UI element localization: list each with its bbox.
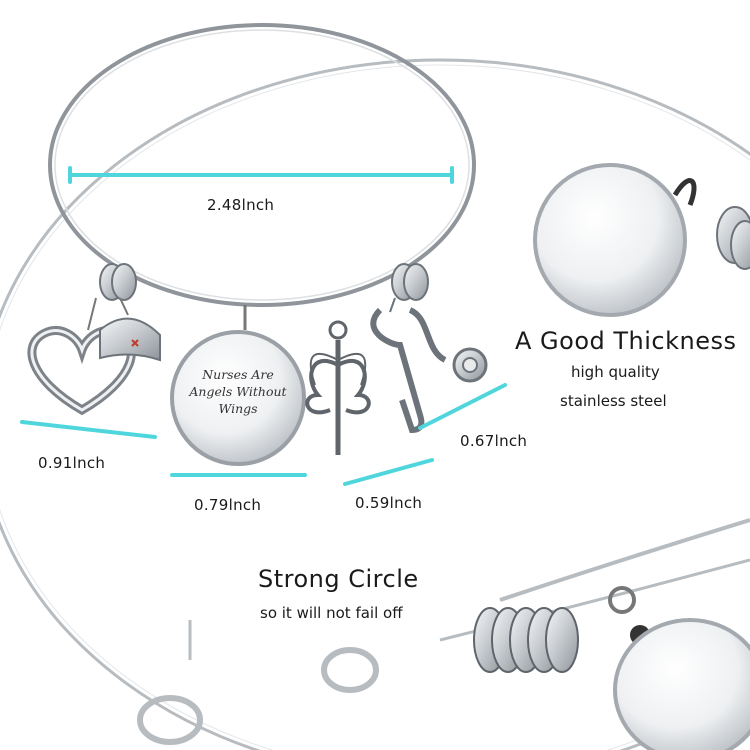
- bottom-left-charms: [137, 620, 379, 745]
- charm-measure-lines: [20, 383, 507, 486]
- bangle-coil-right: [391, 263, 429, 301]
- bangle-diameter-label: 2.48lnch: [207, 196, 275, 214]
- blank-disc-charm: [533, 163, 750, 317]
- thickness-title: A Good Thickness: [515, 327, 737, 355]
- thickness-line-2: stainless steel: [560, 392, 667, 410]
- stethoscope-width-label: 0.67lnch: [460, 432, 528, 450]
- bottom-charms: [608, 586, 750, 750]
- heart-charm: [27, 297, 136, 416]
- charm-line-3: Wings: [218, 401, 258, 416]
- charm-line-2: Angels Without: [189, 384, 287, 399]
- charm-engraving: Nurses Are Angels Without Wings: [178, 366, 298, 417]
- stethoscope-charm: [370, 297, 488, 434]
- circle-subtitle: so it will not fail off: [260, 604, 403, 622]
- nurse-cap-charm: [99, 297, 161, 362]
- bangle-coil-left: [99, 263, 137, 301]
- bottom-coil: [473, 607, 579, 673]
- bangle-diameter-measure: [68, 166, 454, 184]
- engraved-disc-charm: [170, 305, 306, 466]
- heart-width-label: 0.91lnch: [38, 454, 106, 472]
- circle-title: Strong Circle: [258, 565, 419, 593]
- caduceus-width-label: 0.59lnch: [355, 494, 423, 512]
- disc-width-label: 0.79lnch: [194, 496, 262, 514]
- main-bangle: [48, 23, 476, 307]
- charm-line-1: Nurses Are: [202, 367, 274, 382]
- caduceus-charm: [305, 320, 371, 455]
- thickness-line-1: high quality: [571, 363, 660, 381]
